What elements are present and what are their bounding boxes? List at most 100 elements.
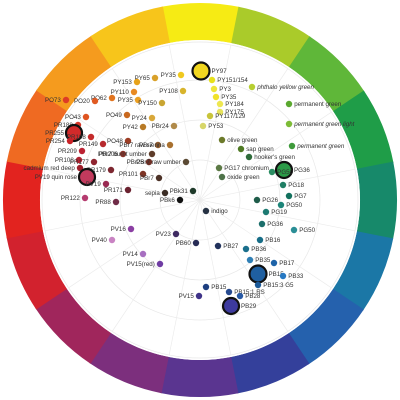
pigment-pr88[interactable]: PR88 <box>95 198 120 206</box>
pigment-marker[interactable] <box>195 292 203 300</box>
pigment-marker[interactable] <box>258 220 266 228</box>
pigment-marker[interactable] <box>130 88 138 96</box>
pigment-py3[interactable]: PY3 <box>210 85 232 93</box>
pigment-marker[interactable] <box>90 158 98 166</box>
pigment-po43[interactable]: PO43 <box>65 113 90 121</box>
pigment-marker[interactable] <box>76 164 84 172</box>
pigment-marker[interactable] <box>102 180 110 188</box>
pigment-marker[interactable] <box>133 78 141 86</box>
pigment-pr177[interactable]: PR177 <box>70 158 98 166</box>
pigment-pg18[interactable]: PG18 <box>279 181 305 189</box>
pigment-marker[interactable] <box>237 145 245 153</box>
pigment-marker[interactable] <box>245 153 253 161</box>
pigment-marker[interactable] <box>216 108 224 116</box>
pigment-marker[interactable] <box>189 187 197 195</box>
pigment-pb151rs[interactable]: PB15:1 RS <box>225 288 265 296</box>
pigment-highlight-marker[interactable] <box>77 167 97 187</box>
pigment-py117[interactable]: PY117/129 <box>206 112 246 120</box>
pigment-pb17[interactable]: PB17 <box>270 259 295 267</box>
pigment-pv15red[interactable]: PV15(red) <box>127 260 164 268</box>
pigment-pbk6[interactable]: PBk6 <box>160 196 184 204</box>
pigment-py150[interactable]: PY150 <box>138 99 166 107</box>
pigment-marker[interactable] <box>155 174 163 182</box>
pigment-highlight-marker[interactable] <box>248 264 268 284</box>
pigment-burntumber[interactable]: PBr7 burnt umber <box>98 150 156 158</box>
pigment-marker[interactable] <box>254 281 262 289</box>
pigment-pr255[interactable]: PR255 <box>45 123 84 143</box>
pigment-marker[interactable] <box>290 226 298 234</box>
pigment-marker[interactable] <box>139 123 147 131</box>
pigment-pg7[interactable]: PG7 <box>285 192 307 200</box>
pigment-marker[interactable] <box>170 122 178 130</box>
pigment-marker[interactable] <box>119 150 127 158</box>
pigment-po20[interactable]: PO20 <box>74 97 99 105</box>
pigment-marker[interactable] <box>208 76 216 84</box>
pigment-pv16[interactable]: PV16 <box>111 225 135 233</box>
pigment-pg36b[interactable]: PG36 <box>258 220 284 228</box>
pigment-pg50b[interactable]: PG50 <box>277 201 303 209</box>
pigment-pg50[interactable]: PG50 <box>268 168 294 176</box>
pigment-pr209[interactable]: PR209 <box>58 147 86 155</box>
pigment-marker[interactable] <box>199 122 207 130</box>
pigment-pb36[interactable]: PB36 <box>242 245 267 253</box>
pigment-marker[interactable] <box>246 256 254 264</box>
pigment-marker[interactable] <box>279 181 287 189</box>
pigment-pg26[interactable]: PG26 <box>253 196 279 204</box>
pigment-pr206[interactable]: PR206 <box>99 150 127 158</box>
pigment-pb60[interactable]: PB60 <box>176 239 200 247</box>
pigment-marker[interactable] <box>87 133 95 141</box>
pigment-marker[interactable] <box>202 207 210 215</box>
pigment-marker[interactable] <box>285 192 293 200</box>
pigment-py108[interactable]: PY108 <box>159 87 187 95</box>
pigment-rawumber[interactable]: PBr7 raw umber <box>136 158 190 166</box>
pigment-marker[interactable] <box>192 239 200 247</box>
pigment-highlight-marker[interactable] <box>64 123 84 143</box>
pigment-cadred[interactable]: cadmium red deep <box>24 164 84 172</box>
pigment-py151[interactable]: PY151/154 <box>208 76 249 84</box>
pigment-marker[interactable] <box>81 194 89 202</box>
pigment-sepia[interactable]: sepia <box>145 189 169 197</box>
pigment-pb15b[interactable]: PB15 <box>202 283 227 291</box>
pigment-marker[interactable] <box>151 74 159 82</box>
pigment-marker[interactable] <box>277 201 285 209</box>
pigment-marker[interactable] <box>236 292 244 300</box>
pigment-pb16[interactable]: PB16 <box>256 236 281 244</box>
pigment-marker[interactable] <box>182 158 190 166</box>
pigment-pv14[interactable]: PV14 <box>123 250 147 258</box>
pigment-marker[interactable] <box>216 100 224 108</box>
pigment-pg36[interactable]: PG36 <box>274 160 310 180</box>
pigment-marker[interactable] <box>248 83 256 91</box>
pigment-marker[interactable] <box>218 173 226 181</box>
pigment-marker[interactable] <box>218 136 226 144</box>
pigment-marker[interactable] <box>145 158 153 166</box>
pigment-pbr25[interactable]: PBr25 <box>127 158 153 166</box>
pigment-marker[interactable] <box>82 113 90 121</box>
pigment-marker[interactable] <box>212 93 220 101</box>
pigment-po73[interactable]: PO73 <box>45 96 70 104</box>
pigment-pr108a[interactable]: PR108 <box>67 133 95 141</box>
pigment-marker[interactable] <box>62 96 70 104</box>
pigment-phthalo[interactable]: phthalo yellow green <box>248 83 315 91</box>
pigment-rawsienna[interactable]: PBr7 raw sienna <box>119 141 174 149</box>
pigment-hookers[interactable]: hooker's green <box>245 153 296 161</box>
pigment-marker[interactable] <box>256 236 264 244</box>
pigment-po48[interactable]: PO48 <box>107 137 132 145</box>
pigment-marker[interactable] <box>285 120 293 128</box>
pigment-py24[interactable]: PY24 <box>132 114 156 122</box>
pigment-po49[interactable]: PO49 <box>106 111 131 119</box>
pigment-pr19quin[interactable]: PV19 quin rose <box>35 167 97 187</box>
pigment-marker[interactable] <box>91 97 99 105</box>
pigment-pr171[interactable]: PR171 <box>104 186 132 194</box>
pigment-pg17[interactable]: PG17 chromium <box>215 164 269 172</box>
pigment-marker[interactable] <box>139 250 147 258</box>
pigment-marker[interactable] <box>172 230 180 238</box>
pigment-indigo[interactable]: indigo <box>202 207 228 215</box>
pigment-pb35[interactable]: PB35 <box>246 256 271 264</box>
pigment-marker[interactable] <box>279 272 287 280</box>
pigment-marker[interactable] <box>202 283 210 291</box>
pigment-marker[interactable] <box>156 260 164 268</box>
pigment-pb15[interactable]: PB15 <box>248 264 285 284</box>
pigment-marker[interactable] <box>78 147 86 155</box>
pigment-marker[interactable] <box>158 99 166 107</box>
pigment-highlight-marker[interactable] <box>274 160 294 180</box>
